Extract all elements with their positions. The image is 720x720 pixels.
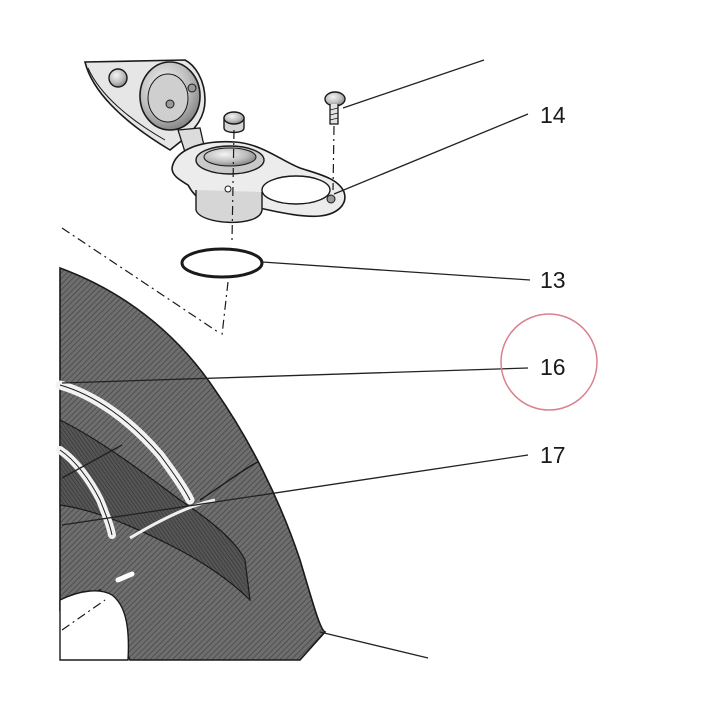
highlight-circle (500, 313, 598, 411)
axis-screw (332, 125, 335, 191)
leader-channel (61, 444, 123, 479)
leader-13 (261, 261, 531, 281)
axis-lower (221, 281, 229, 336)
lower-shell (55, 266, 327, 661)
motor-housing (83, 59, 206, 153)
axis-diagonal (61, 227, 219, 333)
callout-14: 14 (540, 102, 566, 128)
callout-13: 13 (540, 267, 566, 293)
leader-bottom (319, 631, 429, 659)
callout-17: 17 (540, 442, 566, 468)
o-ring (180, 247, 264, 279)
cap-plug (223, 111, 245, 134)
leader-screw-top (342, 59, 485, 109)
leader-14 (333, 113, 529, 195)
leader-17 (61, 454, 529, 526)
leader-16 (61, 367, 529, 384)
callout-16: 16 (540, 354, 566, 380)
screw (324, 91, 346, 125)
flange-plate (171, 140, 346, 224)
